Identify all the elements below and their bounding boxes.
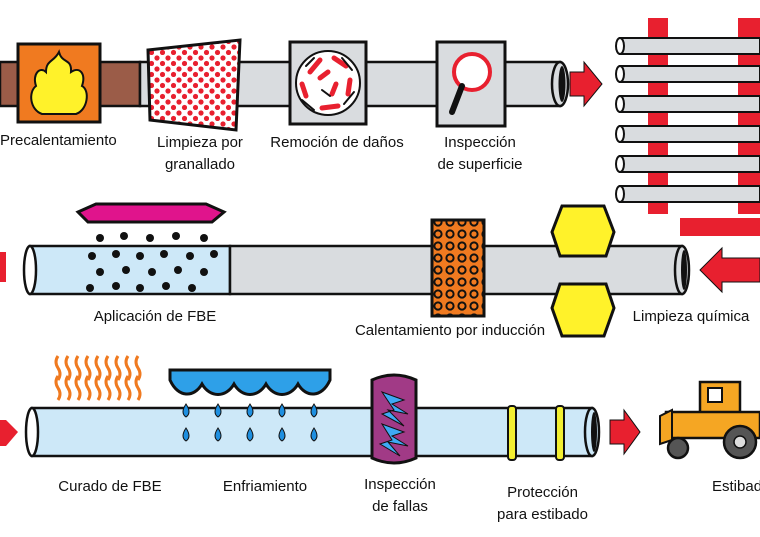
fbe-application-station	[75, 202, 227, 292]
powder-spray-icon	[86, 232, 218, 292]
surface-inspection-station	[435, 40, 507, 128]
step-label-granallado: Limpieza por granallado	[140, 132, 260, 176]
chemical-cleaning-station	[550, 204, 616, 338]
blast-station	[146, 38, 242, 132]
label-line: Enfriamiento	[222, 478, 308, 495]
damage-removal-station	[288, 40, 368, 126]
loader-tractor-icon	[659, 380, 760, 460]
cooling-station	[168, 368, 332, 442]
step-label-proteccion-estibado: Protección para estibado	[480, 482, 605, 526]
label-line: granallado	[164, 156, 236, 173]
label-line: Limpieza química	[632, 308, 750, 325]
flow-arrow-3	[609, 408, 641, 456]
label-line: Aplicación de FBE	[93, 308, 217, 325]
label-line: Inspección	[364, 476, 436, 493]
step-label-aplicacion-fbe: Aplicación de FBE	[70, 306, 240, 328]
row3-left-arrow	[0, 420, 18, 446]
step-label-remocion: Remoción de daños	[262, 132, 412, 154]
label-line: Inspección	[444, 134, 516, 151]
step-label-inspeccion-fallas: Inspección de fallas	[345, 474, 455, 518]
flow-arrow-2	[699, 246, 760, 294]
row2-left-marker	[0, 252, 6, 282]
label-line: para estibado	[497, 506, 588, 523]
holiday-inspection-station	[370, 373, 418, 465]
step-label-enfriamiento: Enfriamiento	[205, 476, 325, 498]
label-line: de superficie	[437, 156, 523, 173]
damage-removal-icon	[295, 50, 361, 116]
label-line: Limpieza por	[157, 134, 243, 151]
pipe-rack	[615, 18, 760, 236]
label-line: Estibado	[712, 478, 760, 495]
label-line: Protección	[507, 484, 578, 501]
step-label-estibado: Estibado	[712, 476, 760, 498]
step-label-curado-fbe: Curado de FBE	[50, 476, 170, 498]
induction-heating-station	[430, 218, 486, 318]
step-label-calentamiento-induccion: Calentamiento por inducción	[340, 320, 560, 342]
heat-waves-icon	[54, 355, 142, 401]
step-label-limpieza-quimica: Limpieza química	[622, 306, 760, 328]
flame-icon	[30, 49, 88, 115]
label-line: Precalentamiento	[0, 132, 117, 149]
lightning-icon	[378, 391, 409, 457]
label-line: Remoción de daños	[270, 134, 404, 151]
preheat-station	[16, 42, 102, 124]
water-drops-icon	[182, 403, 318, 442]
step-label-inspeccion-superficie: Inspección de superficie	[420, 132, 540, 176]
step-label-precalentamiento: Precalentamiento	[0, 130, 130, 152]
label-line: Curado de FBE	[58, 478, 162, 495]
stacking-protection-bands	[507, 405, 565, 461]
flow-arrow-1	[569, 60, 603, 108]
label-line: Calentamiento por inducción	[354, 322, 546, 339]
magnifier-icon	[449, 52, 492, 115]
label-line: de fallas	[372, 498, 428, 515]
